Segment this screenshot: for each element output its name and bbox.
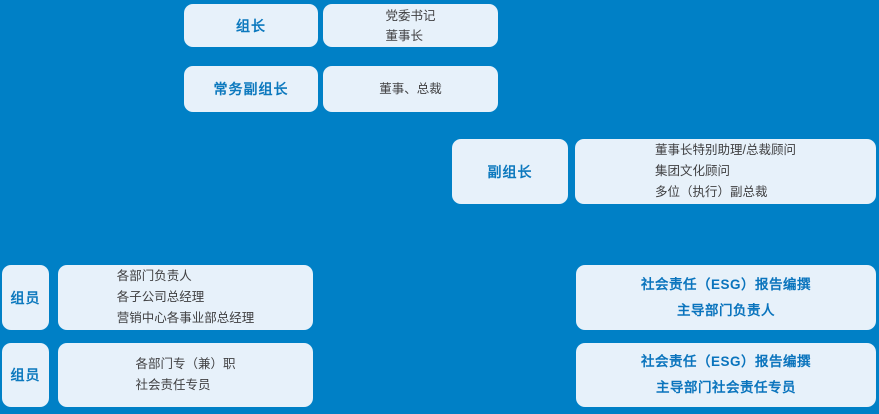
leader-desc-box: 党委书记 董事长 — [323, 4, 498, 47]
member-2-desc-box: 各部门专（兼）职 社会责任专员 — [58, 343, 313, 407]
esg-report-lead-box: 社会责任（ESG）报告编撰 主导部门负责人 — [576, 265, 876, 330]
deputy-leader-desc-line-3: 多位（执行）副总裁 — [655, 185, 768, 199]
member-1-desc-line-1: 各部门负责人 — [116, 269, 192, 283]
member-2-desc-line-2: 社会责任专员 — [135, 378, 211, 392]
member-1-desc-lines: 各部门负责人 各子公司总经理 营销中心各事业部总经理 — [117, 266, 255, 329]
member-1-label-box: 组员 — [2, 265, 49, 330]
member-2-label-box: 组员 — [2, 343, 49, 407]
leader-desc-line-1: 党委书记 — [385, 8, 436, 23]
deputy-leader-desc-box: 董事长特别助理/总裁顾问 集团文化顾问 多位（执行）副总裁 — [575, 139, 876, 204]
esg-report-lead-lines: 社会责任（ESG）报告编撰 主导部门负责人 — [641, 272, 811, 324]
exec-deputy-leader-desc-line-1: 董事、总裁 — [379, 81, 442, 96]
exec-deputy-leader-desc-lines: 董事、总裁 — [379, 79, 442, 100]
esg-report-lead-line-2: 主导部门负责人 — [676, 302, 775, 318]
member-1-desc-line-3: 营销中心各事业部总经理 — [116, 311, 255, 325]
deputy-leader-desc-lines: 董事长特别助理/总裁顾问 集团文化顾问 多位（执行）副总裁 — [655, 140, 796, 203]
leader-label-box: 组长 — [184, 4, 318, 47]
esg-report-lead-line-1: 社会责任（ESG）报告编撰 — [640, 276, 811, 292]
member-2-label: 组员 — [10, 367, 41, 383]
deputy-leader-desc-line-2: 集团文化顾问 — [655, 164, 731, 178]
esg-report-specialist-box: 社会责任（ESG）报告编撰 主导部门社会责任专员 — [576, 343, 876, 407]
esg-report-specialist-line-1: 社会责任（ESG）报告编撰 — [640, 354, 811, 369]
leader-label: 组长 — [236, 17, 266, 34]
member-1-desc-box: 各部门负责人 各子公司总经理 营销中心各事业部总经理 — [58, 265, 313, 330]
member-1-desc-line-2: 各子公司总经理 — [116, 290, 205, 304]
leader-desc-lines: 党委书记 董事长 — [385, 6, 435, 46]
exec-deputy-leader-label: 常务副组长 — [213, 81, 289, 97]
esg-report-specialist-lines: 社会责任（ESG）报告编撰 主导部门社会责任专员 — [641, 349, 811, 401]
exec-deputy-leader-desc-box: 董事、总裁 — [323, 66, 498, 112]
leader-desc-line-2: 董事长 — [385, 28, 423, 43]
deputy-leader-desc-line-1: 董事长特别助理/总裁顾问 — [655, 143, 796, 157]
deputy-leader-label: 副组长 — [487, 163, 533, 180]
member-1-label: 组员 — [10, 289, 41, 306]
esg-report-specialist-line-2: 主导部门社会责任专员 — [655, 380, 796, 395]
deputy-leader-label-box: 副组长 — [452, 139, 568, 204]
exec-deputy-leader-label-box: 常务副组长 — [184, 66, 318, 112]
member-2-desc-line-1: 各部门专（兼）职 — [135, 357, 236, 371]
member-2-desc-lines: 各部门专（兼）职 社会责任专员 — [135, 354, 235, 396]
